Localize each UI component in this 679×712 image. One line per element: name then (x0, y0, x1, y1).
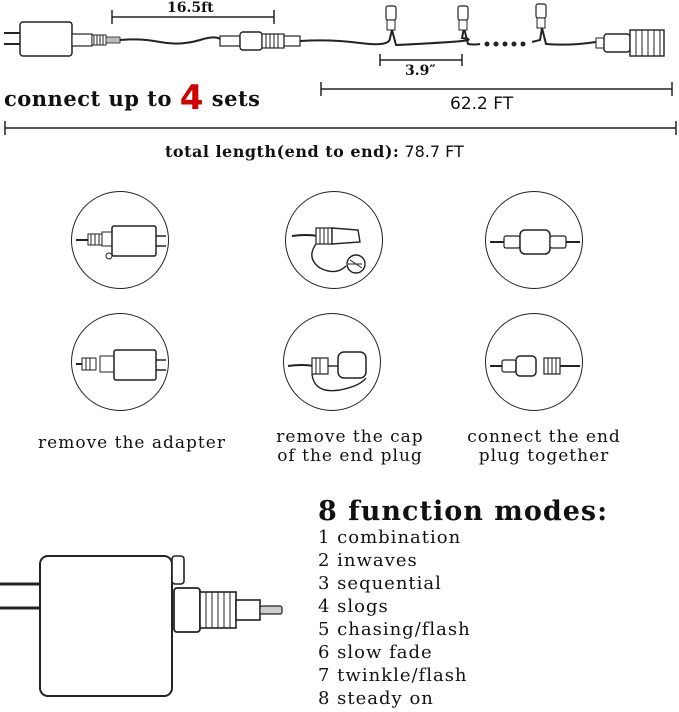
caption-line: plug together (478, 446, 610, 466)
cable-diagram (4, 3, 677, 135)
bulb-icon (385, 5, 397, 31)
step-cap-removed-circle (283, 313, 381, 411)
headline-number: 4 (179, 78, 204, 118)
step-plugs-together-circle (485, 313, 583, 411)
caption-line: remove the cap (276, 427, 424, 447)
adapter-icon (4, 21, 121, 57)
adapter-removed-icon (76, 349, 166, 381)
modes-title: 8 function modes: (318, 496, 609, 527)
caption-remove-adapter: remove the adapter (22, 434, 242, 453)
caption-remove-cap: remove the cap of the end plug (240, 428, 460, 466)
mode-item: 7 twinkle/flash (318, 665, 468, 686)
headline: connect up to 4 sets (4, 78, 260, 118)
total-length-label: total length(end to end): (165, 142, 400, 161)
dimension-lines (4, 10, 677, 135)
caption-connect-plug: connect the end plug together (434, 428, 654, 466)
caption-line: connect the end (467, 427, 621, 447)
mode-item: 8 steady on (318, 688, 434, 709)
step-adapter-circle (71, 191, 169, 289)
plugs-together-icon (490, 355, 580, 377)
headline-prefix: connect up to (4, 86, 172, 111)
cap-removed-icon (287, 351, 367, 392)
connector-icon (219, 31, 301, 51)
string-length-label: 62.2 FT (450, 94, 514, 114)
step-connect-circle (485, 191, 583, 289)
bulb-icon (535, 3, 547, 29)
end-plug-icon (595, 29, 665, 57)
bulb-spacing-label: 3.9″ (405, 63, 436, 79)
mode-item: 5 chasing/flash (318, 619, 471, 640)
mode-item: 6 slow fade (318, 642, 433, 663)
lead-length-label: 16.5ft (167, 0, 214, 16)
total-length-value: 78.7 FT (404, 142, 464, 161)
large-adapter-icon (0, 555, 283, 697)
step-cap-circle (285, 191, 383, 289)
mode-item: 4 slogs (318, 596, 389, 617)
caption-line: of the end plug (277, 446, 423, 466)
step-adapter-removed-circle (71, 313, 169, 411)
mode-item: 1 combination (318, 527, 462, 548)
ellipsis-dots (484, 41, 526, 47)
bulb-icon (457, 5, 469, 31)
mode-item: 2 inwaves (318, 550, 418, 571)
end-plug-cap-icon (291, 227, 366, 274)
caption-line: remove the adapter (38, 433, 226, 453)
adapter-icon (76, 225, 166, 260)
total-length: total length(end to end): 78.7 FT (165, 142, 464, 161)
connected-plug-icon (490, 229, 580, 255)
headline-suffix: sets (211, 86, 261, 111)
mode-item: 3 sequential (318, 573, 442, 594)
